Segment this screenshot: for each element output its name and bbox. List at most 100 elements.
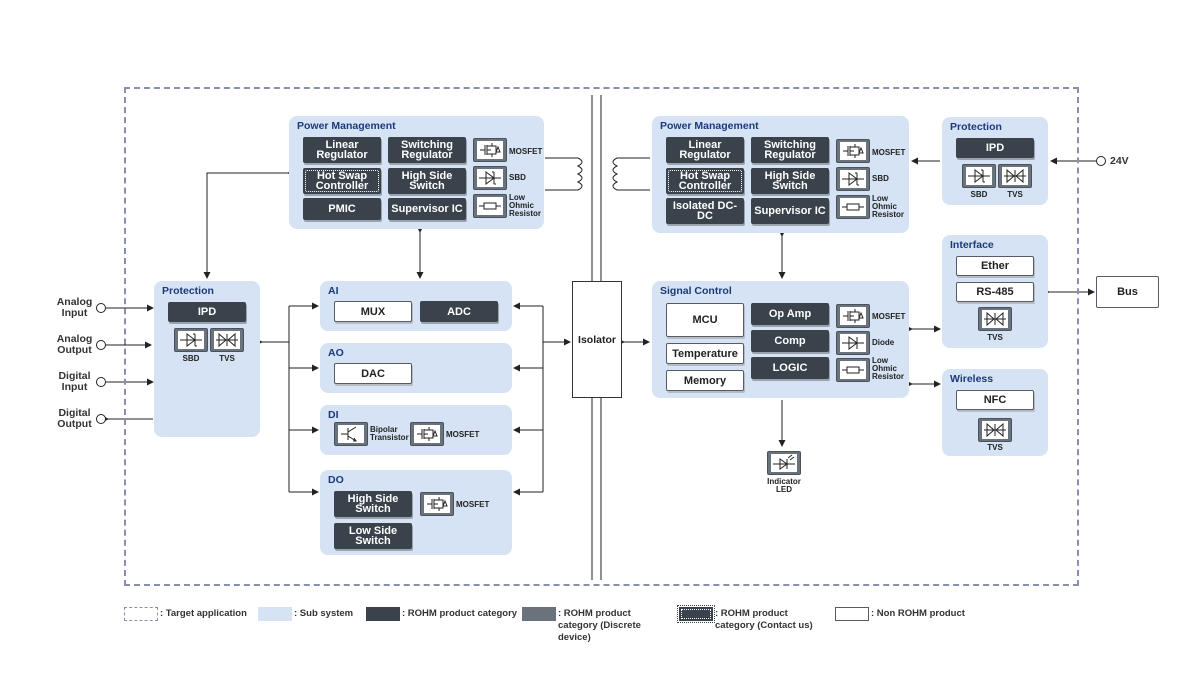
subsystem-title: Power Management bbox=[297, 120, 396, 132]
sbd-label: SBD bbox=[182, 354, 200, 363]
right-power-management: Power Management Linear Regulator Switch… bbox=[652, 116, 909, 233]
analog-input-label: Analog Input bbox=[56, 296, 93, 319]
tvs-icon[interactable] bbox=[998, 164, 1032, 188]
legend-sub-system-swatch bbox=[258, 607, 292, 621]
sbd-icon[interactable] bbox=[962, 164, 996, 188]
mosfet-label: MOSFET bbox=[446, 430, 480, 439]
di-subsystem: DI Bipolar Transistor MOSFET bbox=[320, 405, 512, 455]
ao-subsystem: AO DAC bbox=[320, 343, 512, 393]
legend-target-application-swatch bbox=[124, 607, 158, 621]
legend-non-rohm-product: : Non ROHM product bbox=[871, 608, 965, 619]
legend-sub-system: : Sub system bbox=[294, 608, 354, 619]
diode-icon[interactable] bbox=[836, 331, 870, 355]
bipolar-transistor-label: Bipolar Transistor bbox=[370, 425, 409, 442]
subsystem-title: Wireless bbox=[950, 373, 994, 385]
mosfet-label: MOSFET bbox=[872, 312, 906, 321]
left-power-management: Power Management Linear Regulator Switch… bbox=[289, 116, 544, 229]
adc[interactable]: ADC bbox=[420, 301, 498, 322]
right-protection: Protection IPD SBD TVS bbox=[942, 117, 1048, 205]
interface-subsystem: Interface Ether RS-485 TVS bbox=[942, 235, 1048, 348]
temperature[interactable]: Temperature bbox=[666, 343, 744, 364]
subsystem-title: DO bbox=[328, 474, 344, 486]
legend-target-application: : Target application bbox=[160, 608, 247, 619]
tvs-icon[interactable] bbox=[978, 418, 1012, 442]
ether[interactable]: Ether bbox=[956, 256, 1034, 276]
legend-rohm-product-category: : ROHM product category bbox=[402, 608, 518, 619]
legend-rohm-contact: : ROHM product category (Contact us) bbox=[715, 608, 813, 631]
low-ohmic-resistor-label: Low Ohmic Resistor bbox=[872, 194, 905, 219]
diode-label: Diode bbox=[872, 338, 895, 347]
legend-discrete-swatch bbox=[522, 607, 556, 621]
low-ohmic-resistor-icon[interactable] bbox=[836, 358, 870, 382]
supply-24v-label: 24V bbox=[1110, 155, 1129, 167]
sbd-label: SBD bbox=[509, 173, 526, 182]
subsystem-title: Signal Control bbox=[660, 285, 732, 297]
switching-regulator[interactable]: Switching Regulator bbox=[751, 137, 829, 163]
legend-non-rohm-swatch bbox=[835, 607, 869, 621]
mosfet-label: MOSFET bbox=[456, 500, 490, 509]
analog-output-label: Analog Output bbox=[56, 333, 93, 356]
indicator-led-label: Indicator LED bbox=[767, 477, 801, 494]
comp[interactable]: Comp bbox=[751, 330, 829, 352]
hot-swap-controller[interactable]: Hot Swap Controller bbox=[303, 168, 381, 194]
nfc[interactable]: NFC bbox=[956, 390, 1034, 410]
mosfet-icon[interactable] bbox=[836, 139, 870, 163]
dac[interactable]: DAC bbox=[334, 363, 412, 384]
supervisor-ic[interactable]: Supervisor IC bbox=[388, 198, 466, 220]
high-side-switch[interactable]: High Side Switch bbox=[751, 168, 829, 194]
mosfet-label: MOSFET bbox=[872, 148, 906, 157]
pmic[interactable]: PMIC bbox=[303, 198, 381, 220]
linear-regulator[interactable]: Linear Regulator bbox=[666, 137, 744, 163]
rs-485[interactable]: RS-485 bbox=[956, 282, 1034, 302]
mosfet-icon[interactable] bbox=[473, 138, 507, 162]
mosfet-icon[interactable] bbox=[836, 304, 870, 328]
mosfet-icon[interactable] bbox=[420, 492, 454, 516]
low-ohmic-resistor-label: Low Ohmic Resistor bbox=[509, 193, 542, 218]
hot-swap-controller[interactable]: Hot Swap Controller bbox=[666, 168, 744, 194]
subsystem-title: DI bbox=[328, 409, 339, 421]
low-ohmic-resistor-icon[interactable] bbox=[836, 195, 870, 219]
supervisor-ic[interactable]: Supervisor IC bbox=[751, 198, 829, 224]
mosfet-icon[interactable] bbox=[410, 422, 444, 446]
high-side-switch[interactable]: High Side Switch bbox=[388, 168, 466, 194]
tvs-label: TVS bbox=[987, 443, 1003, 452]
tvs-label: TVS bbox=[219, 354, 235, 363]
switching-regulator[interactable]: Switching Regulator bbox=[388, 137, 466, 163]
isolated-dc-dc[interactable]: Isolated DC-DC bbox=[666, 198, 744, 224]
tvs-icon[interactable] bbox=[978, 307, 1012, 331]
mux[interactable]: MUX bbox=[334, 301, 412, 322]
mcu[interactable]: MCU bbox=[666, 303, 744, 337]
sbd-label: SBD bbox=[872, 174, 889, 183]
sbd-icon[interactable] bbox=[836, 167, 870, 191]
led-icon[interactable] bbox=[767, 451, 801, 475]
bus[interactable]: Bus bbox=[1096, 276, 1159, 308]
legend-contact-swatch bbox=[677, 605, 715, 623]
signal-control-subsystem: Signal Control MCU Temperature Memory Op… bbox=[652, 281, 909, 398]
low-ohmic-resistor-icon[interactable] bbox=[473, 194, 507, 218]
ipd[interactable]: IPD bbox=[168, 302, 246, 322]
ai-subsystem: AI MUX ADC bbox=[320, 281, 512, 331]
low-side-switch[interactable]: Low Side Switch bbox=[334, 523, 412, 549]
memory[interactable]: Memory bbox=[666, 370, 744, 391]
wireless-subsystem: Wireless NFC TVS bbox=[942, 369, 1048, 456]
subsystem-title: Interface bbox=[950, 239, 994, 251]
isolator[interactable]: Isolator bbox=[572, 281, 622, 398]
logic[interactable]: LOGIC bbox=[751, 357, 829, 379]
sbd-icon[interactable] bbox=[174, 328, 208, 352]
ipd[interactable]: IPD bbox=[956, 138, 1034, 158]
linear-regulator[interactable]: Linear Regulator bbox=[303, 137, 381, 163]
bipolar-transistor-icon[interactable] bbox=[334, 422, 368, 446]
digital-output-label: Digital Output bbox=[57, 407, 92, 430]
subsystem-title: AI bbox=[328, 285, 339, 297]
op-amp[interactable]: Op Amp bbox=[751, 303, 829, 325]
sbd-icon[interactable] bbox=[473, 166, 507, 190]
low-ohmic-resistor-label: Low Ohmic Resistor bbox=[872, 356, 905, 381]
tvs-icon[interactable] bbox=[210, 328, 244, 352]
legend-rohm-discrete: : ROHM product category (Discrete device… bbox=[558, 608, 641, 643]
legend-rohm-product-swatch bbox=[366, 607, 400, 621]
high-side-switch[interactable]: High Side Switch bbox=[334, 491, 412, 517]
do-subsystem: DO High Side Switch Low Side Switch MOSF… bbox=[320, 470, 512, 555]
left-protection: Protection IPD SBD TVS bbox=[154, 281, 260, 437]
subsystem-title: Protection bbox=[162, 285, 214, 297]
